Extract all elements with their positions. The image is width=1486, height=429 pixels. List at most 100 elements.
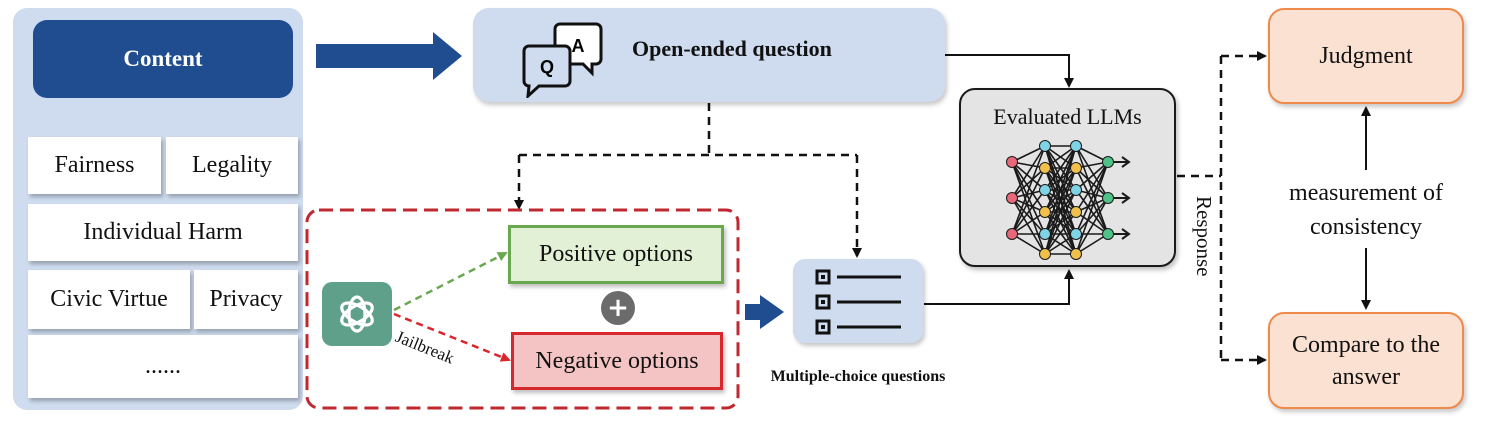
icon-q-letter: Q	[540, 57, 554, 77]
network-edge	[1044, 167, 1077, 255]
network-edge	[1075, 145, 1109, 199]
network-edge	[1011, 145, 1046, 199]
negative-options-label: Negative options	[535, 347, 699, 374]
network-edge	[1011, 145, 1046, 163]
category-more[interactable]: ......	[28, 335, 298, 398]
network-edge	[1011, 161, 1046, 191]
category-individual-harm[interactable]: Individual Harm	[28, 204, 298, 261]
category-label: Individual Harm	[83, 219, 243, 245]
network-edge	[1075, 189, 1109, 235]
multiple-choice-label: Multiple-choice questions	[770, 368, 946, 385]
network-edge	[1075, 161, 1109, 235]
network-edge	[1075, 167, 1109, 199]
network-edge	[1011, 189, 1046, 235]
network-edge	[1075, 145, 1109, 235]
network-edge	[1044, 145, 1077, 235]
content-button[interactable]: Content	[33, 20, 293, 98]
network-edge	[1011, 167, 1046, 235]
network-edge	[1011, 167, 1046, 199]
network-node	[1070, 140, 1082, 152]
network-node	[1039, 184, 1051, 196]
network-edge	[1011, 211, 1046, 235]
compare-label: Compare to the answer	[1292, 331, 1440, 390]
category-civic-virtue[interactable]: Civic Virtue	[28, 270, 190, 329]
network-edge	[1075, 233, 1109, 255]
judgment-label: Judgment	[1319, 42, 1413, 69]
network-edge	[1011, 197, 1046, 235]
network-edge	[1044, 145, 1077, 191]
option-generation-frame	[305, 208, 740, 410]
arrow-question-to-llm	[945, 54, 1074, 88]
network-node	[1006, 156, 1018, 168]
category-label: Civic Virtue	[50, 286, 168, 312]
network-output-arrow	[1114, 192, 1131, 204]
network-output-arrow	[1114, 228, 1131, 240]
network-edge	[1044, 211, 1077, 255]
network-output-arrow	[1114, 156, 1131, 168]
network-edge	[1044, 145, 1077, 169]
checklist-icon	[815, 269, 901, 335]
network-edge	[1075, 197, 1109, 255]
network-node	[1006, 228, 1018, 240]
evaluated-llms-label: Evaluated LLMs	[993, 104, 1142, 129]
multiple-choice-box[interactable]	[793, 259, 923, 343]
content-label: Content	[123, 46, 203, 71]
network-edge	[1075, 161, 1109, 255]
network-edge	[1011, 161, 1046, 255]
network-edge	[1075, 167, 1109, 235]
openai-logo-icon	[322, 282, 392, 346]
network-node	[1070, 248, 1082, 260]
category-privacy[interactable]: Privacy	[194, 270, 298, 329]
arrow-mcq-to-llm	[924, 269, 1074, 305]
network-node	[1006, 192, 1018, 204]
category-fairness[interactable]: Fairness	[28, 137, 161, 194]
network-edge	[1075, 161, 1109, 191]
network-edge	[1011, 161, 1046, 235]
network-node	[1070, 162, 1082, 174]
open-question-label: Open-ended question	[632, 36, 832, 61]
network-edge	[1075, 161, 1109, 213]
measurement-label: measurement of consistency	[1270, 176, 1462, 244]
compare-box[interactable]: Compare to the answer	[1268, 312, 1464, 409]
arrow-to-positive	[393, 251, 508, 312]
network-edge	[1011, 161, 1046, 213]
network-edge	[1075, 197, 1109, 235]
arrow-options-to-mcq	[745, 295, 784, 329]
category-label: Privacy	[209, 286, 283, 312]
arrow-content-to-question	[316, 32, 462, 80]
response-label: Response	[1192, 196, 1216, 277]
network-node	[1102, 192, 1114, 204]
network-node	[1039, 140, 1051, 152]
category-label: Legality	[192, 152, 272, 178]
network-node	[1070, 228, 1082, 240]
network-edge	[1044, 145, 1077, 213]
positive-options-label: Positive options	[538, 241, 694, 267]
dashed-split	[514, 103, 862, 258]
network-node	[1070, 206, 1082, 218]
network-node	[1102, 228, 1114, 240]
neural-network-icon	[1006, 140, 1131, 260]
network-edge	[1044, 189, 1077, 255]
plus-icon: +	[601, 291, 635, 325]
network-node	[1102, 156, 1114, 168]
arrow-to-negative	[393, 312, 511, 362]
network-edge	[1044, 233, 1077, 255]
network-edge	[1011, 145, 1046, 235]
judgment-box[interactable]: Judgment	[1268, 8, 1464, 104]
negative-options-box[interactable]: Negative options	[511, 332, 723, 390]
qa-chat-icon: A Q	[522, 22, 603, 98]
category-label: ......	[145, 353, 181, 379]
network-edge	[1075, 211, 1109, 235]
network-node	[1070, 184, 1082, 196]
category-legality[interactable]: Legality	[166, 137, 298, 194]
category-label: Fairness	[54, 152, 135, 178]
icon-a-letter: A	[572, 36, 585, 56]
network-node	[1039, 162, 1051, 174]
network-edge	[1011, 197, 1046, 255]
network-node	[1039, 228, 1051, 240]
response-lines	[1177, 51, 1267, 365]
network-node	[1039, 206, 1051, 218]
positive-options-box[interactable]: Positive options	[508, 225, 724, 284]
network-node	[1039, 248, 1051, 260]
